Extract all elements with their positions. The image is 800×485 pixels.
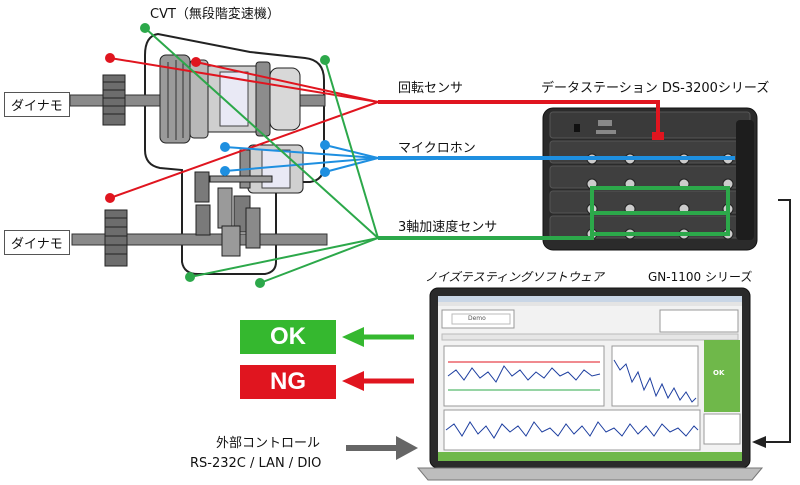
cvt-title: CVT（無段階変速機） (150, 7, 280, 22)
ng-result-box: NG (240, 365, 336, 399)
rotation-sensor-dot-1 (105, 53, 115, 63)
accelerometer-dot-4 (255, 278, 265, 288)
upper-pulley-assembly (159, 54, 301, 144)
data-station-device (542, 107, 758, 251)
microphone-dot-1 (220, 142, 230, 152)
accelerometer-dot-3 (185, 272, 195, 282)
gear-train (194, 171, 273, 257)
microphone-dot-3 (320, 140, 330, 150)
station-to-pc-cable (764, 199, 791, 443)
ok-arrow (342, 327, 414, 347)
lower-dynamo-gear (104, 209, 128, 267)
dynamo-label-upper: ダイナモ (4, 92, 70, 117)
rotation-sensor-label: 回転センサ (398, 81, 464, 96)
screen-demo-text: Demo (468, 315, 486, 322)
data-station-label: データステーション DS-3200シリーズ (541, 81, 770, 96)
ng-arrow (342, 371, 414, 391)
screen-ok-indicator: OK (713, 369, 725, 377)
external-control-title: 外部コントロール (216, 436, 321, 451)
rotation-sensor-lines (109, 57, 660, 199)
station-to-pc-arrowhead (752, 436, 766, 448)
accelerometer-dot-2 (320, 55, 330, 65)
software-series-label: GN-1100 シリーズ (648, 270, 753, 284)
software-screen (438, 296, 742, 461)
rotation-sensor-dot-3 (105, 193, 115, 203)
ok-result-box: OK (240, 320, 336, 354)
upper-dynamo-gear (102, 74, 126, 126)
accelerometer-lines (144, 27, 730, 284)
external-control-arrow (346, 436, 418, 460)
microphone-dot-4 (320, 167, 330, 177)
rotation-sensor-connector (652, 132, 664, 140)
microphone-dot-2 (220, 166, 230, 176)
rotation-sensor-dot-2 (191, 57, 201, 67)
accelerometer-dot-1 (140, 23, 150, 33)
external-control-interfaces: RS-232C / LAN / DIO (190, 456, 322, 471)
microphone-label: マイクロホン (398, 141, 476, 156)
dynamo-label-lower: ダイナモ (4, 230, 70, 255)
software-name-label: ノイズテスティングソフトウェア (425, 270, 604, 284)
accelerometer-label: 3軸加速度センサ (398, 220, 498, 235)
